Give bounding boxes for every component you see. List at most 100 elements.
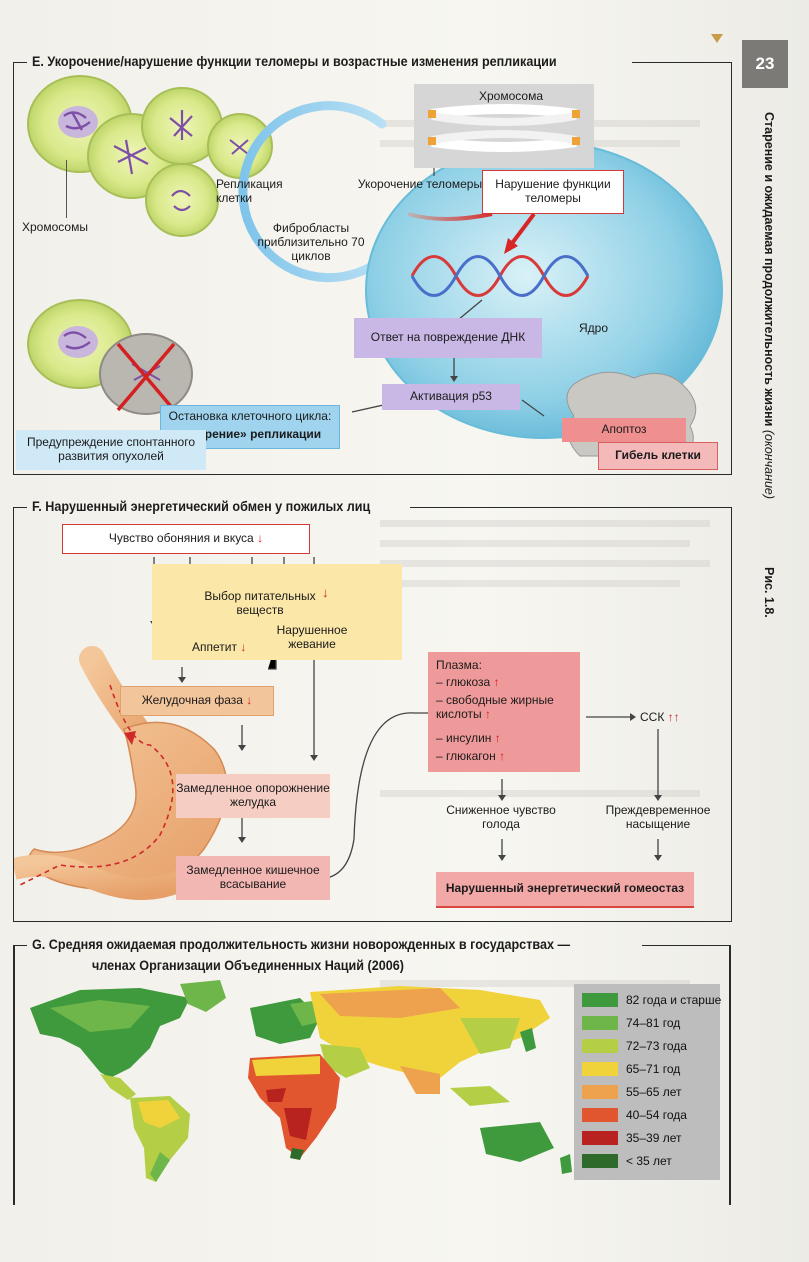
label-nucleus: Ядро — [579, 321, 609, 335]
intestine — [14, 854, 189, 900]
label-chewing: Нарушенное жевание — [276, 623, 348, 651]
legend-swatch — [582, 1039, 618, 1053]
glucose-up-arrow: ↑ — [493, 675, 500, 689]
telomere-arrow — [407, 212, 493, 221]
legend-swatch — [582, 993, 618, 1007]
legend-swatch — [582, 1085, 618, 1099]
glucagon-up-arrow: ↑ — [499, 749, 506, 763]
homeostasis-text: Нарушенный энергетический гомеостаз — [445, 881, 685, 896]
section-f-top-line-right — [410, 507, 731, 508]
legend-item: 82 года и старше — [582, 990, 721, 1010]
insulin-up-arrow: ↑ — [494, 731, 501, 745]
legend-item: 72–73 года — [582, 1036, 687, 1056]
dna-helix — [410, 255, 590, 297]
box-gastric-phase: Желудочная фаза ↓ — [120, 686, 274, 716]
legend-label: < 35 лет — [626, 1154, 672, 1168]
box-apoptosis: Апоптоз — [562, 418, 686, 442]
cell-5 — [207, 113, 273, 179]
legend-item: 40–54 года — [582, 1105, 687, 1125]
slow-absorption-text: Замедленное кишечное всасывание — [186, 863, 320, 891]
legend-item: 35–39 лет — [582, 1128, 681, 1148]
legend-item: 55–65 лет — [582, 1082, 681, 1102]
arrest-line-2: «старение» репликации — [178, 427, 322, 441]
section-e-panel — [13, 62, 732, 475]
legend-label: 55–65 лет — [626, 1085, 682, 1099]
box-plasma: Плазма: – глюкоза ↑ – свободные жирные к… — [428, 652, 580, 772]
label-chromosomes: Хромосомы — [22, 220, 88, 234]
arrest-line-1: Остановка клеточного цикла: — [168, 409, 332, 423]
side-caption-note: (окончание) — [762, 429, 776, 500]
telomere-dysfunction-text: Нарушение функции теломеры — [495, 177, 611, 205]
smell-text: Чувство обоняния и вкуса — [108, 531, 254, 546]
box-telomere-dysfunction: Нарушение функции теломеры — [482, 170, 624, 214]
chromosomes-pointer — [66, 160, 67, 218]
replication-ring — [238, 101, 391, 283]
appetite-text: Аппетит — [192, 640, 237, 654]
tumor-prevention-text: Предупреждение спонтанного развития опух… — [26, 435, 195, 463]
slow-emptying-text: Замедленное опорожнение желудка — [176, 781, 330, 809]
plasma-item-insulin: – инсулин ↑ — [436, 731, 501, 746]
page-corner-arrow — [711, 34, 723, 43]
legend-label: 65–71 год — [626, 1062, 681, 1076]
legend-swatch — [582, 1016, 618, 1030]
label-telomere-shortening: Укорочение теломеры — [357, 177, 483, 191]
ssk-text: ССК — [640, 710, 665, 724]
legend-label: 40–54 года — [626, 1108, 687, 1122]
box-cell-death: Гибель клетки — [598, 442, 718, 470]
section-e-top-line — [13, 62, 27, 63]
dna-response-text: Ответ на повреждение ДНК — [370, 330, 526, 345]
section-g-top-line — [13, 945, 27, 946]
legend-label: 82 года и старше — [626, 993, 722, 1007]
plasma-item-ffa: – свободные жирные кислоты ↑ — [436, 693, 576, 722]
section-g-title-line-1: G. Средняя ожидаемая продолжительность ж… — [32, 936, 571, 952]
section-e-top-line-right — [632, 62, 731, 63]
plasma-insulin-text: – инсулин — [436, 731, 492, 745]
appetite-down-arrow: ↓ — [240, 640, 247, 654]
box-smell-taste: Чувство обоняния и вкуса ↓ — [62, 524, 310, 554]
section-f-panel — [13, 507, 732, 922]
section-f-title: F. Нарушенный энергетический обмен у пож… — [32, 498, 371, 514]
smell-down-arrow: ↓ — [257, 531, 264, 546]
section-e-illustration — [27, 75, 723, 457]
legend-swatch — [582, 1131, 618, 1145]
page-number: 23 — [755, 54, 775, 73]
label-ssk: ССК ↑↑ — [640, 710, 680, 725]
label-fibroblasts: Фибробласты приблизительно 70 циклов — [257, 221, 365, 263]
map-central-america — [100, 1074, 136, 1100]
cell-senescent — [99, 333, 193, 415]
map-australia — [480, 1122, 554, 1162]
side-caption: Старение и ожидаемая продолжительность ж… — [762, 112, 776, 618]
box-energy-homeostasis: Нарушенный энергетический гомеостаз — [436, 872, 694, 908]
plasma-glucose-text: – глюкоза — [436, 675, 491, 689]
gastric-phase-text: Желудочная фаза — [141, 693, 243, 708]
label-appetite: Аппетит ↓ — [192, 640, 247, 655]
legend-item: 74–81 год — [582, 1013, 680, 1033]
box-slow-emptying: Замедленное опорожнение желудка — [176, 774, 330, 818]
stomach — [28, 721, 228, 892]
box-nutrition-area — [152, 564, 402, 660]
ffa-up-arrow: ↑ — [484, 706, 491, 721]
section-f-top-line — [13, 507, 27, 508]
legend-swatch — [582, 1062, 618, 1076]
world-map — [30, 980, 572, 1182]
map-greenland — [180, 980, 226, 1012]
label-early-satiety: Преждевременное насыщение — [605, 803, 711, 831]
legend-item: 65–71 год — [582, 1059, 680, 1079]
legend-swatch — [582, 1154, 618, 1168]
legend-item: < 35 лет — [582, 1151, 672, 1171]
legend-label: 72–73 года — [626, 1039, 687, 1053]
label-chromosome: Хромосома — [478, 89, 543, 103]
ssk-up-arrows: ↑↑ — [667, 710, 680, 724]
plasma-item-glucose: – глюкоза ↑ — [436, 675, 500, 690]
box-slow-absorption: Замедленное кишечное всасывание — [176, 856, 330, 900]
legend-rows: 82 года и старше 74–81 год 72–73 года 65–71… — [582, 990, 721, 1176]
legend-label: 35–39 лет — [626, 1131, 682, 1145]
box-p53: Активация p53 — [382, 384, 520, 410]
gastric-down-arrow: ↓ — [246, 693, 253, 708]
cell-death-text: Гибель клетки — [615, 448, 701, 463]
label-replication: Репликация клетки — [216, 177, 283, 205]
page-number-tab: 23 — [742, 40, 788, 88]
box-dna-response: Ответ на повреждение ДНК — [354, 318, 542, 358]
section-g-title-line-2: членах Организации Объединенных Наций (2… — [92, 957, 404, 973]
map-legend: 82 года и старше 74–81 год 72–73 года 65–71… — [574, 984, 721, 1180]
